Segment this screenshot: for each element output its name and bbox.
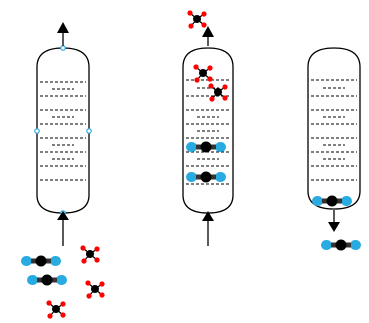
linear-molecule-icon [319,238,363,252]
arrow-up-icon [57,211,69,246]
arrow-down-icon [328,210,340,232]
column-3-trays [311,79,357,181]
arrow-up-icon [202,26,214,46]
column-2-vessel [182,47,234,214]
column-3-vessel [307,47,361,210]
linear-molecule-icon [19,254,63,268]
column-1-port-left [34,128,40,134]
tetrahedral-molecule-icon [79,244,101,265]
top-product [186,9,208,30]
column-1-port-top [60,45,66,51]
linear-molecule-icon [184,140,228,154]
linear-molecule-icon [310,194,354,208]
feed-mixture [19,244,106,320]
linear-molecule-icon [25,273,69,287]
tetrahedral-molecule-icon [84,279,106,300]
bottom-product [319,238,363,252]
tetrahedral-molecule-icon [45,299,67,320]
column-1-vessel [36,47,90,214]
column-2 [182,26,234,246]
column-1-port-right [86,128,92,134]
tetrahedral-molecule-icon [186,9,208,30]
linear-molecule-icon [184,170,228,184]
column-1 [34,22,92,246]
column-1-trays [40,81,86,181]
column-3 [307,47,361,232]
arrow-up-icon [57,22,69,46]
arrow-up-icon [202,211,214,246]
